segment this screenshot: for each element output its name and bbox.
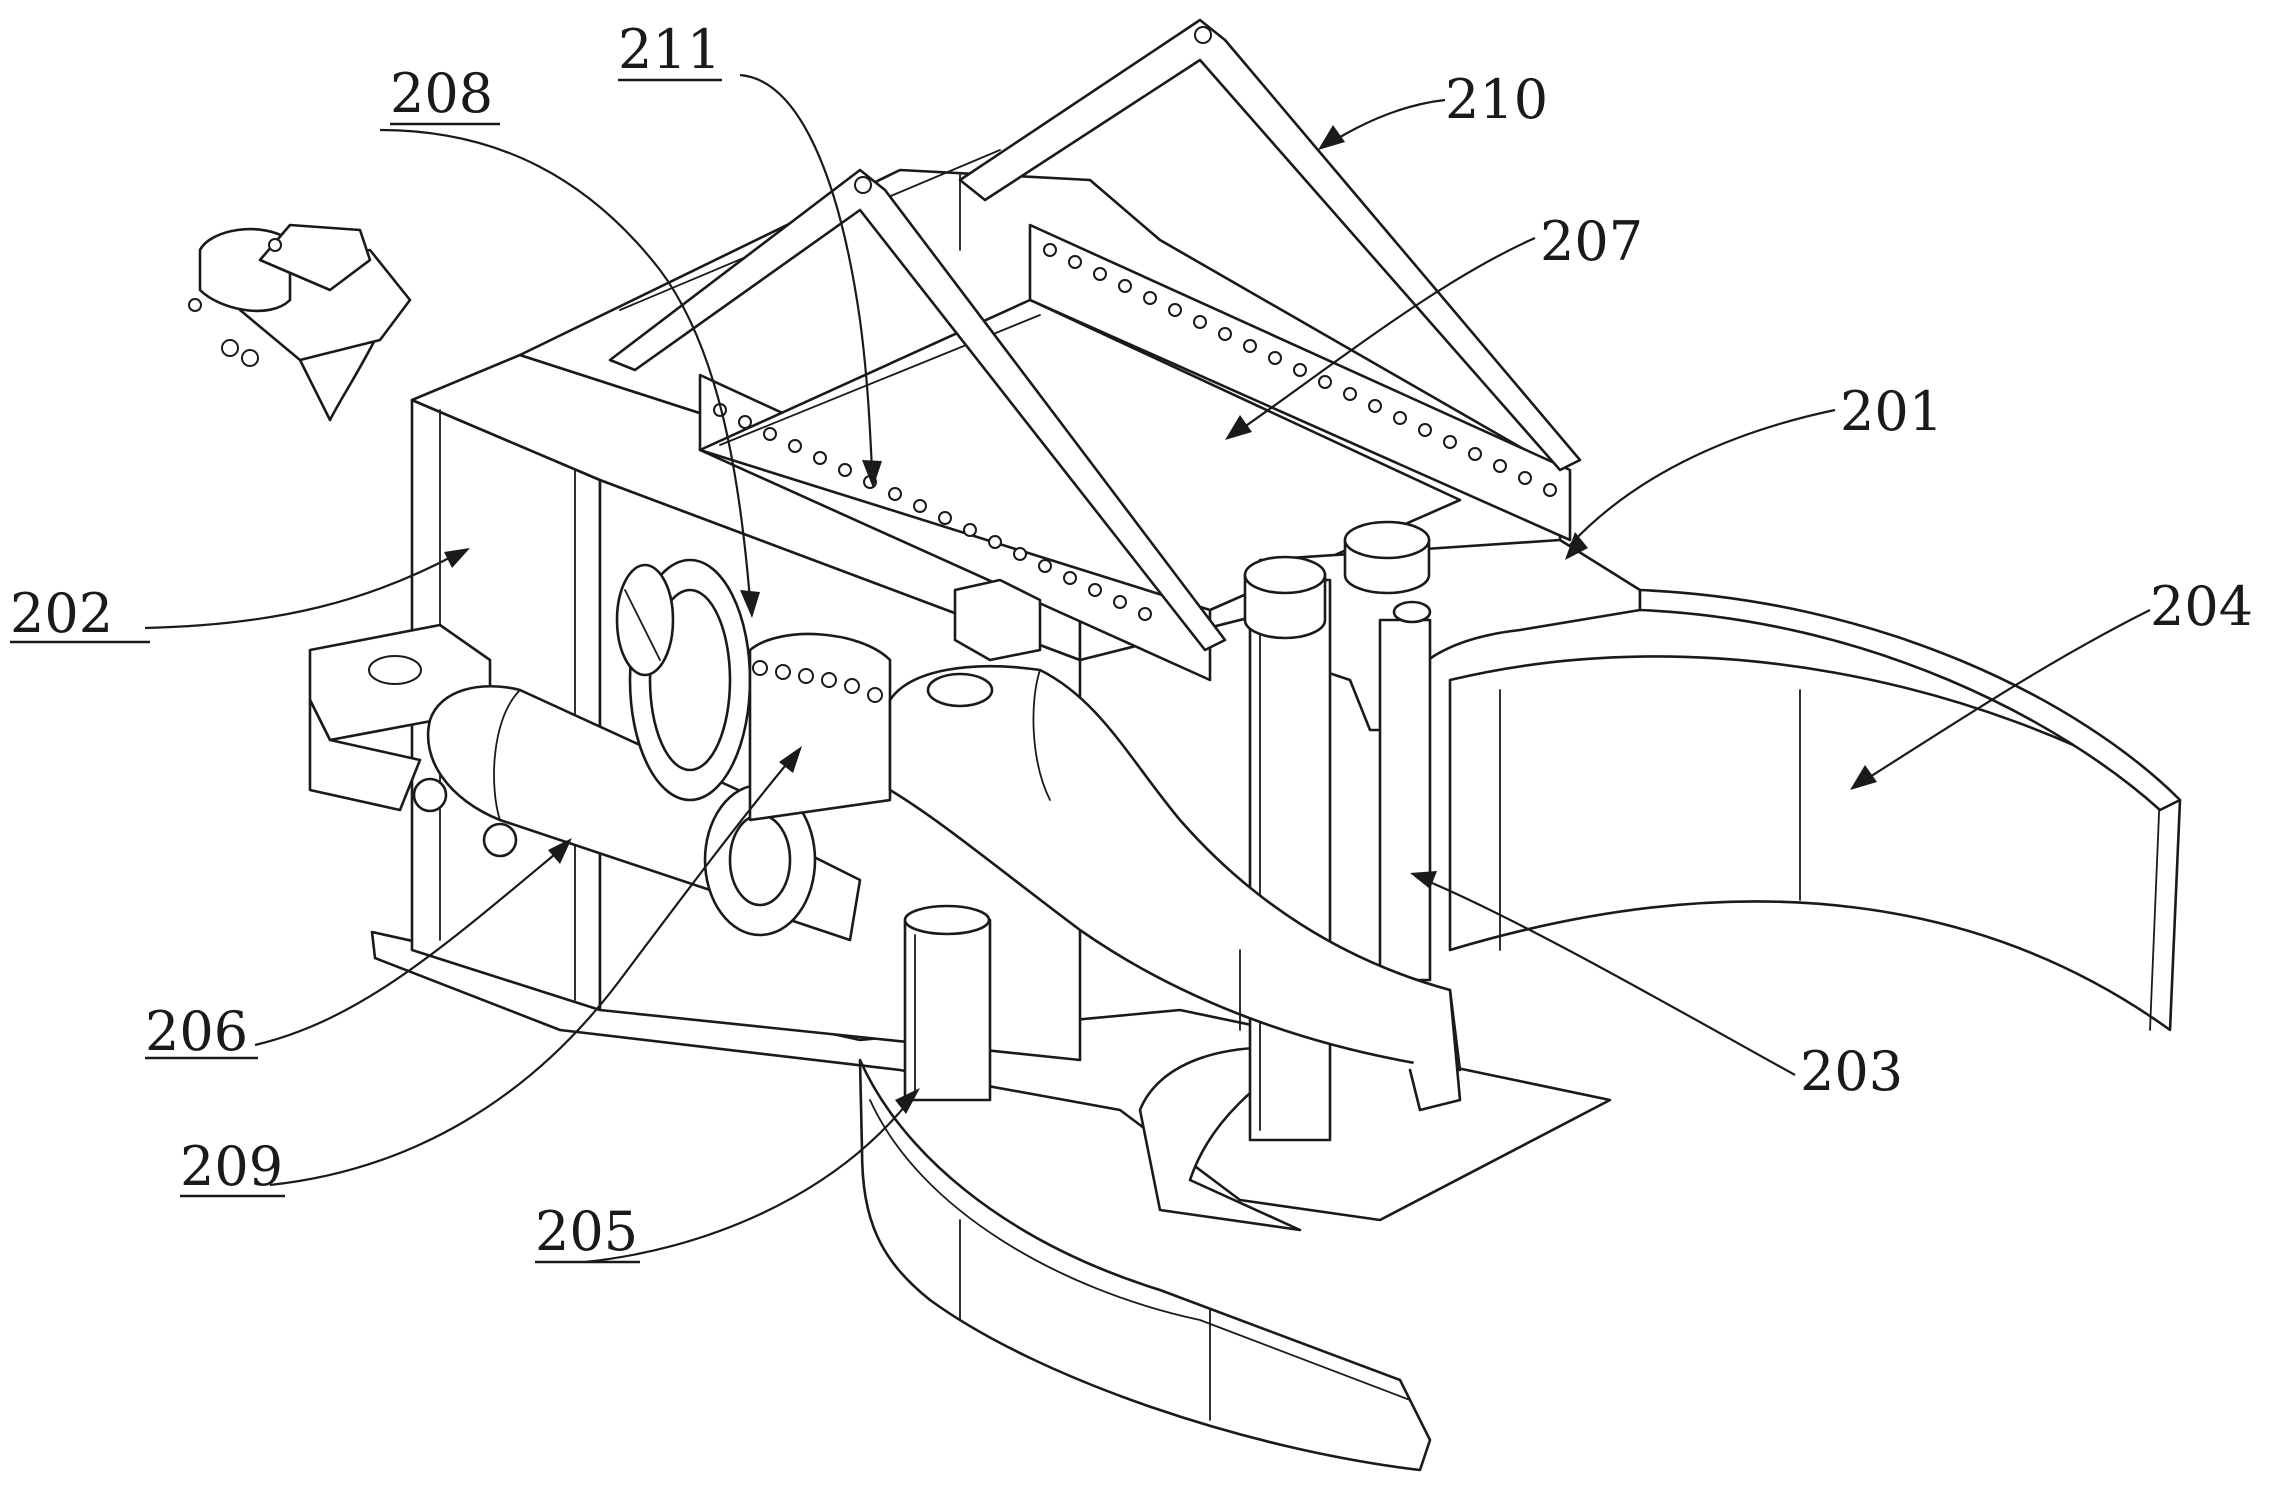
callout-208: 208: [390, 62, 493, 125]
rear-perforated-plate: [1028, 223, 1572, 542]
front-plate-holes: [713, 403, 1152, 621]
arm-holes: [752, 660, 883, 703]
callout-210: 210: [1445, 68, 1548, 131]
callout-labels: 201 202 203 204 205 206 207 208 209 210 …: [10, 18, 2253, 1264]
swing-arm-housing: [748, 632, 892, 822]
hydraulic-cylinder: [412, 684, 862, 942]
callout-201: 201: [1840, 380, 1943, 443]
lower-left-claw: [858, 1058, 1432, 1472]
rear-plate-holes: [1043, 243, 1557, 497]
center-post-rear: [1378, 618, 1432, 982]
callout-211: 211: [618, 18, 721, 81]
grapple-assembly: [188, 18, 2182, 1472]
top-cylinders: [1243, 520, 1432, 640]
callout-202: 202: [10, 582, 113, 645]
callout-209: 209: [180, 1135, 283, 1198]
motor-assembly: [188, 223, 412, 422]
callout-205: 205: [535, 1200, 638, 1263]
support-post: [903, 918, 992, 1102]
rear-lifting-frame: [958, 18, 1582, 472]
center-post: [1248, 578, 1332, 1142]
curved-gripping-plate: [1448, 655, 2182, 1032]
rotary-drive: [615, 558, 752, 802]
callout-204: 204: [2150, 575, 2253, 638]
front-lifting-frame: [608, 168, 1227, 652]
top-bracket: [953, 578, 1042, 662]
callout-206: 206: [145, 1000, 248, 1063]
leader-lines: [144, 73, 2151, 1264]
callout-207: 207: [1540, 210, 1643, 273]
callout-203: 203: [1800, 1040, 1903, 1103]
